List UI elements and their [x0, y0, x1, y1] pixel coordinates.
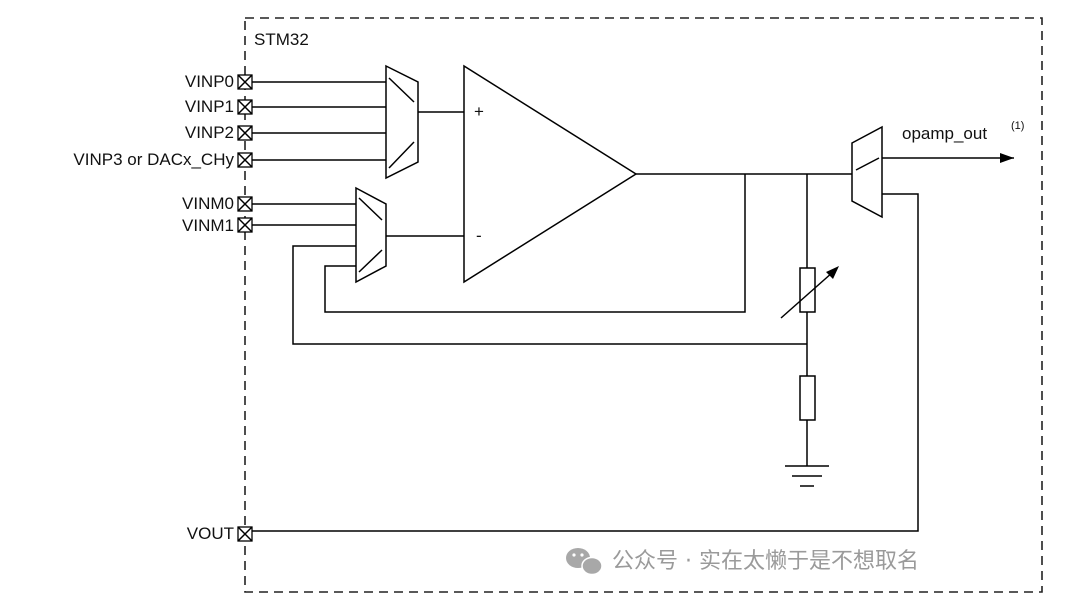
follower-feedback-wire [324, 174, 746, 313]
input-wires [252, 81, 386, 226]
pin-pad-vinp3 [237, 152, 253, 168]
vinm-mux [355, 186, 387, 284]
vinp-mux [385, 64, 419, 180]
opamp-triangle [463, 64, 638, 284]
pin-pad-vinm0 [237, 196, 253, 212]
pin-label-vout: VOUT [187, 524, 234, 543]
pin-label-vinp3: VINP3 or DACx_CHy [73, 150, 234, 169]
pin-label-vinm1: VINM1 [182, 216, 234, 235]
chip-boundary [244, 17, 1043, 593]
pin-label-vinm0: VINM0 [182, 194, 234, 213]
resistor-icon [799, 375, 816, 421]
pin-label-vinp1: VINP1 [185, 97, 234, 116]
pga-tap-wire [292, 245, 807, 345]
opamp-out-label: opamp_out [902, 124, 987, 143]
variable-resistor-icon [780, 266, 839, 319]
opamp-minus-sign: - [476, 226, 482, 245]
opamp-plus-sign: + [474, 102, 484, 121]
vout-wire [252, 193, 919, 532]
pin-pad-vout [237, 526, 253, 542]
wechat-icon [566, 548, 603, 576]
watermark-text: 公众号 · 实在太懒于是不想取名 [612, 549, 919, 574]
pin-label-vinp2: VINP2 [185, 123, 234, 142]
pin-pad-vinp2 [237, 125, 253, 141]
output-mux [851, 125, 883, 219]
opamp-out-footnote: (1) [1011, 120, 1024, 132]
ground-icon [785, 465, 829, 487]
pin-pad-vinm1 [237, 217, 253, 233]
pin-label-vinp0: VINP0 [185, 72, 234, 91]
pin-pad-vinp1 [237, 99, 253, 115]
pin-pad-vinp0 [237, 74, 253, 90]
chip-name: STM32 [254, 30, 309, 49]
